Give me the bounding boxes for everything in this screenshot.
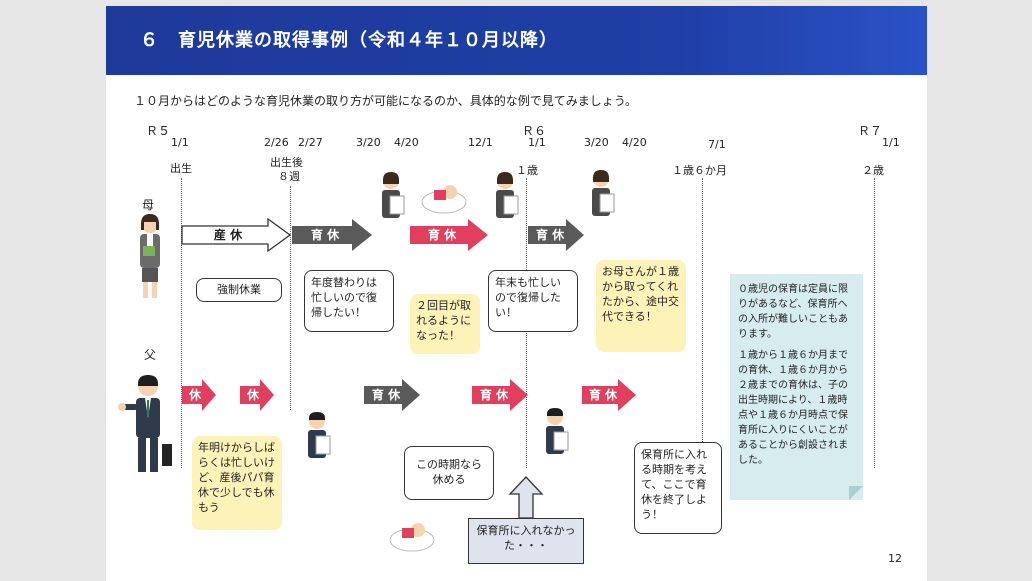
timeline-line-1year6months xyxy=(702,178,703,468)
sleeping-baby-illustration xyxy=(389,523,435,552)
arrow-label: 育 休 xyxy=(371,388,401,402)
father-second-leave-bubble: ２回目が取れるようになった！ xyxy=(410,294,480,354)
mother-comment-bubble-1: 年度替わりは忙しいので復帰したい！ xyxy=(304,270,394,332)
forced-leave-bubble: 強制休業 xyxy=(196,278,282,302)
father-postnatal-leave-arrow-2: 休 xyxy=(240,379,274,411)
note-paragraph-1: ０歳児の保育は定員に限りがあるなど、保育所への入所が難しいこともあります。 xyxy=(738,284,848,340)
mother-maternity-leave-arrow: 産 休 xyxy=(181,217,292,253)
date-label: 3/20 xyxy=(584,136,609,149)
event-1year6months: １歳６か月 xyxy=(672,164,727,177)
event-8weeks-line2: ８週 xyxy=(278,170,300,183)
date-label: 1/1 xyxy=(882,136,900,149)
date-label: 4/20 xyxy=(394,136,419,149)
daycare-not-admitted-box: 保育所に入れなかった・・・ xyxy=(468,518,584,564)
page-fold-corner xyxy=(849,486,863,500)
header-bar: ６ 育児休業の取得事例（令和４年１０月以降） xyxy=(106,6,927,75)
father-end-leave-bubble: 保育所に入れる時期を考えて、ここで育休を終了しよう！ xyxy=(634,442,722,534)
date-label: 12/1 xyxy=(468,136,493,149)
mother-comment-bubble-2: 年末も忙しいので復帰したい！ xyxy=(488,270,578,332)
date-label: 1/1 xyxy=(171,136,189,149)
note-box: ０歳児の保育は定員に限りがあるなど、保育所への入所が難しいこともあります。 １歳… xyxy=(730,274,863,500)
event-birth: 出生 xyxy=(170,162,192,175)
father-busy-bubble: 年明けからしばらくは忙しいけど、産後パパ育休で少しでも休もう xyxy=(192,436,282,530)
event-1year: １歳 xyxy=(516,164,538,177)
arrow-label: 育 休 xyxy=(310,228,340,242)
father-childcare-leave-arrow-3: 育 休 xyxy=(582,379,636,411)
page-number: 12 xyxy=(888,552,902,565)
arrow-label: 産 休 xyxy=(213,228,243,242)
date-label: 2/27 xyxy=(298,136,323,149)
mother-childcare-leave-arrow-1: 育 休 xyxy=(292,219,372,251)
year-label-r5: Ｒ５ xyxy=(146,124,171,138)
sleeping-baby-illustration xyxy=(421,185,467,214)
timeline-line-birth xyxy=(181,178,182,468)
intro-text: １０月からはどのような育児休業の取り方が可能になるのか、具体的な例で見てみましょ… xyxy=(134,94,638,108)
arrow-label: 育 休 xyxy=(588,388,618,402)
arrow-label: 育 休 xyxy=(427,228,457,242)
date-label: 2/26 xyxy=(264,136,289,149)
father-figure xyxy=(118,375,172,472)
timeline-line-2years xyxy=(874,178,875,468)
date-label: 4/20 xyxy=(622,136,647,149)
event-8weeks-line1: 出生後 xyxy=(270,156,303,169)
date-label: 1/1 xyxy=(528,136,546,149)
father-childcare-leave-arrow-2: 育 休 xyxy=(472,379,528,411)
arrow-label: 育 休 xyxy=(535,228,565,242)
father-postnatal-leave-arrow-1: 休 xyxy=(182,379,216,411)
up-arrow-icon xyxy=(508,476,544,518)
mother-swap-bubble: お母さんが１歳から取ってくれたから、途中交代できる！ xyxy=(596,260,686,352)
page-title: ６ 育児休業の取得事例（令和４年１０月以降） xyxy=(140,30,558,51)
timeline-line-8weeks xyxy=(290,186,291,410)
mother-figure xyxy=(140,214,160,298)
mother-childcare-leave-arrow-2: 育 休 xyxy=(410,219,488,251)
arrow-label: 休 xyxy=(246,388,259,402)
father-childcare-leave-arrow-1: 育 休 xyxy=(364,379,420,411)
mother-working-figure xyxy=(382,172,405,218)
mother-working-figure xyxy=(496,172,519,218)
father-working-figure xyxy=(546,408,569,454)
father-working-figure xyxy=(308,412,331,458)
date-label: 7/1 xyxy=(708,138,726,151)
mother-childcare-leave-arrow-3: 育 休 xyxy=(528,219,584,251)
arrow-label: 育 休 xyxy=(479,388,509,402)
note-paragraph-2: １歳から１歳６か月までの育休、１歳６か月から２歳までの育休は、子の出生時期により… xyxy=(738,350,848,466)
arrow-label: 休 xyxy=(188,388,201,402)
father-can-rest-bubble: この時期なら休める xyxy=(404,446,494,500)
date-label: 3/20 xyxy=(356,136,381,149)
year-label-r7: Ｒ７ xyxy=(858,124,883,138)
role-father-label: 父 xyxy=(144,348,157,362)
mother-working-figure xyxy=(592,170,615,216)
year-label-r6: Ｒ６ xyxy=(522,124,547,138)
event-2years: ２歳 xyxy=(862,164,884,177)
role-mother-label: 母 xyxy=(142,198,155,212)
slide: ６ 育児休業の取得事例（令和４年１０月以降） １０月からはどのような育児休業の取… xyxy=(106,6,927,581)
